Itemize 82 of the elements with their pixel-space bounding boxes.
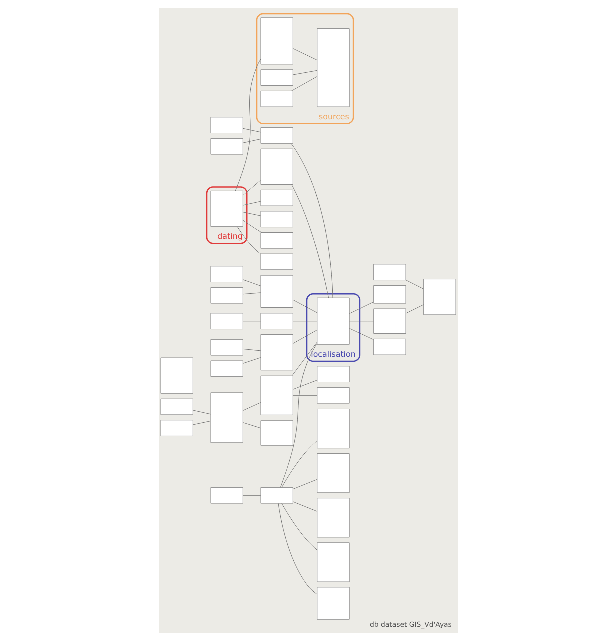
connector — [242, 402, 261, 412]
node-box — [373, 264, 406, 281]
connector — [278, 503, 318, 595]
node-box — [316, 454, 350, 494]
node-box — [260, 313, 293, 330]
connector — [292, 395, 317, 396]
connector — [292, 321, 317, 322]
connector — [292, 300, 317, 314]
connector — [348, 328, 374, 340]
connector — [292, 380, 317, 390]
node-box — [210, 138, 243, 155]
connector — [281, 503, 318, 551]
connector — [242, 201, 261, 206]
connector — [242, 358, 261, 364]
connector — [242, 422, 261, 429]
node-box — [210, 392, 243, 444]
node-box — [373, 338, 406, 356]
connector — [242, 220, 262, 233]
connector — [192, 410, 211, 415]
node-box — [316, 387, 350, 404]
node-box — [423, 279, 456, 316]
node-box — [260, 254, 293, 270]
connector — [242, 292, 261, 295]
node-box — [316, 408, 350, 449]
node-box — [260, 148, 293, 185]
node-box — [260, 232, 293, 249]
connector — [290, 143, 333, 298]
node-box — [260, 211, 293, 228]
connector — [291, 184, 329, 298]
connector — [292, 342, 318, 376]
connector — [236, 226, 261, 254]
connector — [242, 495, 261, 496]
node-box — [260, 90, 293, 108]
node-box — [260, 334, 293, 371]
node-box — [210, 360, 243, 378]
node-box — [210, 117, 243, 134]
connector — [292, 330, 317, 344]
node-box — [316, 498, 350, 538]
node-box — [260, 70, 293, 86]
connector — [242, 348, 261, 352]
connector — [242, 280, 261, 286]
connector — [348, 302, 374, 314]
connector — [281, 440, 318, 488]
connector — [292, 48, 317, 61]
node-box — [260, 275, 293, 308]
connector — [242, 212, 261, 216]
connector — [242, 180, 261, 196]
node-box — [260, 128, 293, 144]
connector — [405, 280, 424, 290]
connector — [234, 59, 261, 192]
node-box — [260, 376, 293, 416]
node-box — [210, 487, 243, 504]
connector — [242, 138, 261, 144]
node-box — [210, 190, 243, 228]
connector — [280, 343, 318, 488]
node-box — [160, 398, 193, 416]
node-box — [316, 587, 350, 620]
node-box — [316, 366, 350, 382]
node-box — [160, 420, 193, 436]
node-box — [316, 28, 350, 108]
node-box — [260, 487, 293, 504]
node-box — [160, 358, 193, 394]
node-box — [260, 190, 293, 206]
node-box — [210, 266, 243, 282]
node-box — [316, 298, 350, 345]
connector — [348, 321, 374, 322]
node-box — [316, 542, 350, 582]
node-box — [260, 18, 293, 65]
node-box — [260, 420, 293, 446]
connector — [290, 76, 318, 92]
connector — [292, 70, 317, 76]
connector — [192, 420, 211, 426]
connector — [405, 304, 424, 314]
connector — [292, 479, 317, 490]
connector — [242, 128, 261, 133]
node-box — [373, 285, 406, 304]
connector — [292, 502, 317, 512]
node-box — [210, 287, 243, 304]
node-box — [373, 308, 406, 334]
connector — [242, 321, 261, 322]
node-box — [210, 313, 243, 330]
node-box — [210, 339, 243, 356]
